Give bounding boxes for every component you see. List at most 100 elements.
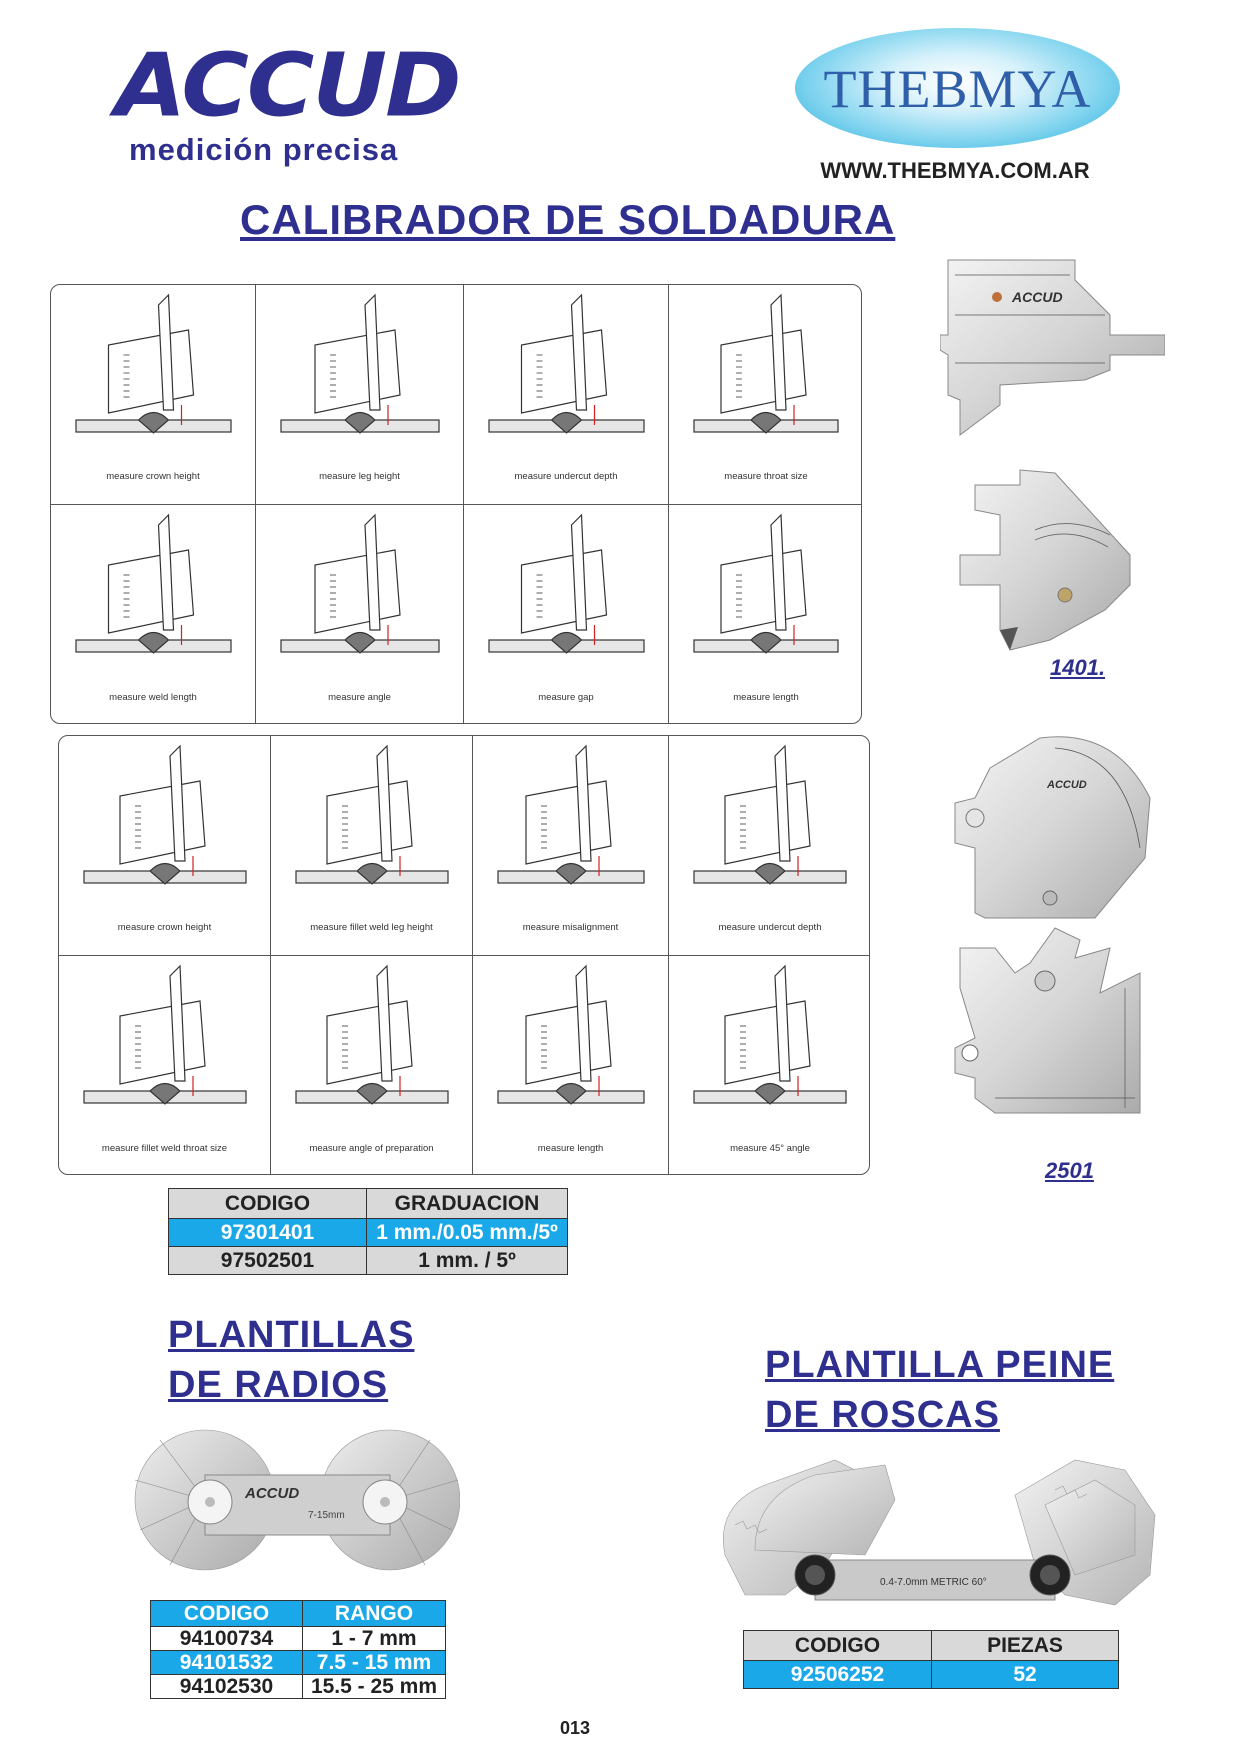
diagram-cell: measure misalignment xyxy=(473,736,669,956)
diagram-cell: measure fillet weld throat size xyxy=(59,956,271,1174)
thread-photo-label: 0.4-7.0mm METRIC 60° xyxy=(880,1577,987,1588)
diagram-cell: measure leg height xyxy=(256,285,464,505)
cell-rango: 15.5 - 25 mm xyxy=(302,1674,446,1699)
table-row: 94102530 15.5 - 25 mm xyxy=(150,1674,446,1699)
thebmya-logo-oval xyxy=(795,28,1120,148)
table-header-row: CODIGO PIEZAS xyxy=(743,1630,1119,1661)
diagram-cell: measure undercut depth xyxy=(669,736,869,956)
cell-graduacion: 1 mm. / 5º xyxy=(366,1246,568,1275)
cell-codigo: 92506252 xyxy=(743,1660,932,1689)
gauge-illustration-icon xyxy=(488,513,645,654)
diagram-caption: measure length xyxy=(733,692,799,703)
diagram-cell: measure undercut depth xyxy=(464,285,669,505)
gauge-brand-mark-2501: ACCUD xyxy=(1046,779,1087,791)
gauge-illustration-icon xyxy=(497,744,645,885)
cell-piezas: 52 xyxy=(931,1660,1119,1689)
diagram-caption: measure gap xyxy=(538,692,594,703)
diagram-cell: measure gap xyxy=(464,505,669,723)
thread-gauge-photo: 0.4-7.0mm METRIC 60° xyxy=(715,1445,1160,1630)
diagram-cell: measure length xyxy=(473,956,669,1174)
diagram-cell: measure weld length xyxy=(51,505,256,723)
table-row: 97502501 1 mm. / 5º xyxy=(168,1246,568,1275)
table-header-row: CODIGO RANGO xyxy=(150,1600,446,1627)
diagram-caption: measure fillet weld throat size xyxy=(101,1143,228,1154)
thread-gauge-table: CODIGO PIEZAS 92506252 52 xyxy=(743,1630,1119,1689)
cell-rango: 1 - 7 mm xyxy=(302,1626,446,1651)
gauge-illustration-icon xyxy=(497,964,645,1105)
table-row: 94101532 7.5 - 15 mm xyxy=(150,1650,446,1675)
cell-codigo: 97301401 xyxy=(168,1218,367,1247)
diagram-caption: measure 45° angle xyxy=(730,1143,810,1154)
radius-title-line-1: PLANTILLAS xyxy=(168,1314,415,1356)
diagram-caption: measure undercut depth xyxy=(514,471,618,482)
header-codigo: CODIGO xyxy=(743,1630,932,1661)
gauge-illustration-icon xyxy=(295,744,449,885)
diagram-cell: measure angle of preparation xyxy=(271,956,473,1174)
cell-codigo: 97502501 xyxy=(168,1246,367,1275)
diagram-cell: measure crown height xyxy=(59,736,271,956)
model-label-1401: 1401. xyxy=(1050,655,1106,680)
diagram-cell: measure throat size xyxy=(669,285,861,505)
diagram-caption: measure misalignment xyxy=(522,922,619,933)
diagram-cell: measure length xyxy=(669,505,861,723)
diagram-caption: measure fillet weld leg height xyxy=(310,922,433,933)
diagram-cell: measure crown height xyxy=(51,285,256,505)
diagram-caption: measure crown height xyxy=(106,471,200,482)
diagram-caption: measure crown height xyxy=(117,922,212,933)
header-piezas: PIEZAS xyxy=(931,1630,1119,1661)
thebmya-logo: THEBMYA xyxy=(795,28,1120,148)
gauge-illustration-icon xyxy=(488,293,645,434)
gauge-photo-1401: ACCUD 1401. xyxy=(939,255,1166,680)
diagram-caption: measure length xyxy=(537,1143,604,1154)
table-row: 94100734 1 - 7 mm xyxy=(150,1626,446,1651)
cell-rango: 7.5 - 15 mm xyxy=(302,1650,446,1675)
radius-photo-brand: ACCUD xyxy=(244,1485,299,1502)
gauge-illustration-icon xyxy=(280,513,440,654)
radius-gauge-table: CODIGO RANGO 94100734 1 - 7 mm 94101532 … xyxy=(150,1600,446,1699)
gauge-photo-2501: ACCUD 2501 xyxy=(945,728,1175,1183)
radius-title-line-2: DE RADIOS xyxy=(168,1364,389,1407)
thread-section-title: PLANTILLA PEINE DE ROSCAS xyxy=(765,1340,1114,1440)
thread-title-line-2: DE ROSCAS xyxy=(765,1394,1000,1437)
model-label-2501: 2501 xyxy=(1045,1158,1094,1183)
website-url[interactable]: WWW.THEBMYA.COM.AR xyxy=(820,158,1090,183)
header-rango: RANGO xyxy=(302,1600,446,1627)
table-row: 92506252 52 xyxy=(743,1660,1119,1689)
diagram-caption: measure weld length xyxy=(109,692,197,703)
gauge-illustration-icon xyxy=(693,293,839,434)
gauge-illustration-icon xyxy=(693,744,847,885)
diagram-cell: measure fillet weld leg height xyxy=(271,736,473,956)
cell-codigo: 94102530 xyxy=(150,1674,303,1699)
radius-section-title: PLANTILLAS DE RADIOS xyxy=(168,1310,414,1410)
page-number: 013 xyxy=(560,1718,591,1738)
weld-gauge-table: CODIGO GRADUACION 97301401 1 mm./0.05 mm… xyxy=(168,1188,568,1275)
diagram-grid-2: measure crown height measure fillet weld … xyxy=(58,735,870,1175)
diagram-cell: measure 45° angle xyxy=(669,956,869,1174)
diagram-caption: measure angle xyxy=(328,692,391,703)
thebmya-logo-word: THEBMYA xyxy=(823,59,1092,119)
diagram-caption: measure leg height xyxy=(319,471,400,482)
header-graduacion: GRADUACION xyxy=(366,1188,568,1219)
cell-codigo: 94100734 xyxy=(150,1626,303,1651)
header-codigo: CODIGO xyxy=(168,1188,367,1219)
diagram-caption: measure throat size xyxy=(724,471,808,482)
diagram-cell: measure angle xyxy=(256,505,464,723)
accud-tagline: medición precisa xyxy=(129,132,399,167)
gauge-illustration-icon xyxy=(280,293,440,434)
thread-title-line-1: PLANTILLA PEINE xyxy=(765,1344,1115,1386)
radius-photo-range: 7-15mm xyxy=(308,1510,345,1521)
main-title: CALIBRADOR DE SOLDADURA xyxy=(240,196,896,243)
cell-codigo: 94101532 xyxy=(150,1650,303,1675)
cell-graduacion: 1 mm./0.05 mm./5º xyxy=(366,1218,568,1247)
table-row: 97301401 1 mm./0.05 mm./5º xyxy=(168,1218,568,1247)
gauge-illustration-icon xyxy=(295,964,449,1105)
diagram-caption: measure angle of preparation xyxy=(309,1143,434,1154)
header-codigo: CODIGO xyxy=(150,1600,303,1627)
gauge-illustration-icon xyxy=(75,513,232,654)
gauge-illustration-icon xyxy=(693,513,839,654)
gauge-illustration-icon xyxy=(83,964,247,1105)
table-header-row: CODIGO GRADUACION xyxy=(168,1188,568,1219)
gauge-brand-mark: ACCUD xyxy=(1011,289,1063,305)
gauge-illustration-icon xyxy=(693,964,847,1105)
gauge-illustration-icon xyxy=(83,744,247,885)
